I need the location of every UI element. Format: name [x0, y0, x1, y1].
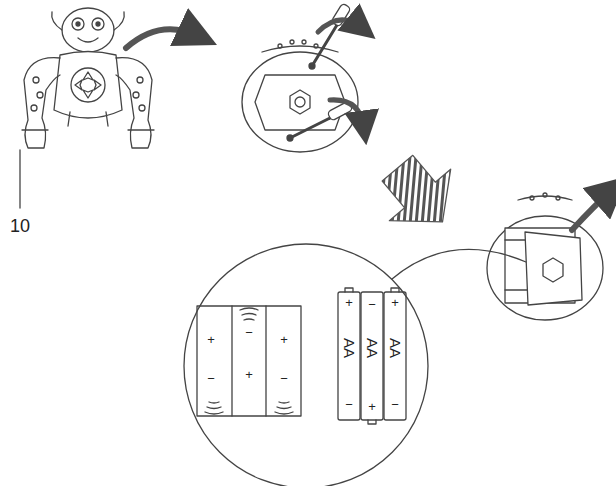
battery-cover — [242, 3, 364, 152]
detail-circle — [184, 244, 428, 486]
polarity-mark: − — [368, 298, 376, 311]
callout-number: 10 — [10, 217, 30, 235]
polarity-mark: − — [391, 398, 399, 411]
aa-batteries — [338, 288, 406, 424]
battery-type: AA — [342, 338, 357, 358]
polarity-mark: + — [280, 333, 288, 346]
polarity-mark: − — [280, 372, 288, 385]
polarity-mark: + — [391, 296, 399, 309]
polarity-mark: − — [345, 398, 353, 411]
polarity-mark: + — [207, 333, 215, 346]
step-arrow — [126, 29, 198, 48]
leader-line — [19, 150, 20, 208]
polarity-mark: + — [245, 368, 253, 381]
detail-leader — [392, 249, 526, 279]
polarity-mark: − — [245, 326, 253, 339]
polarity-mark: − — [207, 372, 215, 385]
polarity-mark: + — [368, 400, 376, 413]
polarity-mark: + — [345, 296, 353, 309]
battery-type: AA — [388, 338, 403, 358]
robot-toy — [22, 8, 154, 148]
battery-bay — [197, 306, 301, 416]
step-arrow — [367, 142, 473, 247]
battery-type: AA — [365, 338, 380, 358]
